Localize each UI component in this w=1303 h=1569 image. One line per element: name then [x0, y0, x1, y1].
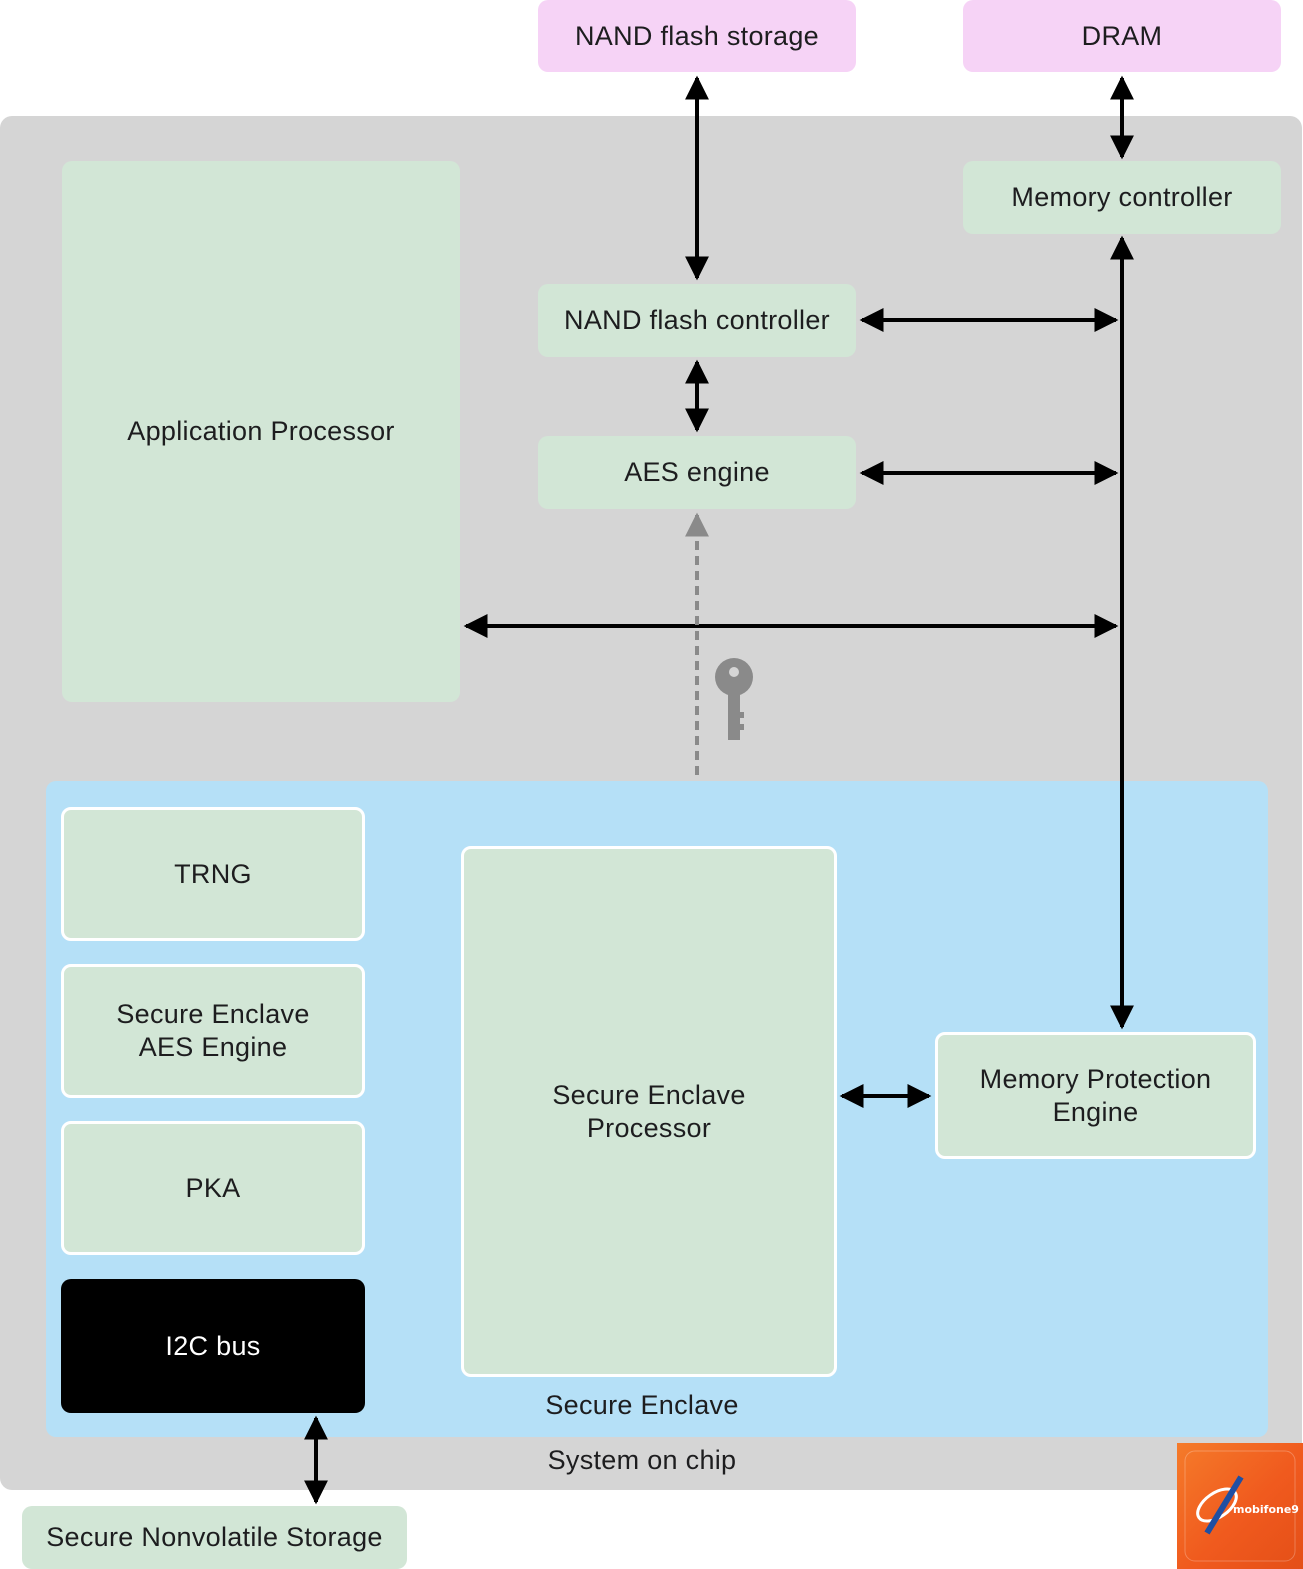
- watermark-text: mobifone9: [1233, 1503, 1299, 1516]
- i2c-bus: I2C bus: [61, 1279, 365, 1413]
- trng: TRNG: [61, 807, 365, 941]
- key-icon: [715, 658, 753, 740]
- nand-flash-storage: NAND flash storage: [538, 0, 856, 72]
- memory-protection-engine: Memory Protection Engine: [935, 1032, 1256, 1159]
- nand-flash-controller-label: NAND flash controller: [564, 305, 830, 335]
- nand-flash-storage-label: NAND flash storage: [575, 20, 819, 51]
- secure-enclave-label: Secure Enclave: [545, 1390, 739, 1420]
- secure-nonvolatile-storage: Secure Nonvolatile Storage: [22, 1506, 407, 1569]
- system-on-chip-label: System on chip: [547, 1445, 737, 1475]
- memory-controller-label: Memory controller: [1011, 182, 1233, 212]
- watermark-logo: mobifone9: [1177, 1443, 1303, 1569]
- dram-label: DRAM: [1081, 20, 1163, 51]
- application-processor: Application Processor: [62, 161, 460, 702]
- watermark-icon: [1184, 1450, 1296, 1562]
- aes-engine: AES engine: [538, 436, 856, 509]
- dram: DRAM: [963, 0, 1281, 72]
- memory-controller: Memory controller: [963, 161, 1281, 234]
- secure-enclave-processor: Secure Enclave Processor: [461, 846, 837, 1377]
- secure-enclave-aes-engine-label: Secure Enclave AES Engine: [116, 999, 310, 1062]
- trng-label: TRNG: [174, 858, 252, 889]
- secure-enclave-processor-label: Secure Enclave Processor: [552, 1079, 746, 1143]
- pka: PKA: [61, 1121, 365, 1255]
- memory-protection-engine-label: Memory Protection Engine: [979, 1063, 1212, 1127]
- i2c-bus-label: I2C bus: [165, 1330, 261, 1361]
- secure-nonvolatile-storage-label: Secure Nonvolatile Storage: [46, 1522, 383, 1552]
- aes-engine-label: AES engine: [624, 457, 770, 487]
- application-processor-label: Application Processor: [127, 416, 395, 446]
- pka-label: PKA: [185, 1172, 241, 1203]
- secure-enclave-aes-engine: Secure Enclave AES Engine: [61, 964, 365, 1098]
- nand-flash-controller: NAND flash controller: [538, 284, 856, 357]
